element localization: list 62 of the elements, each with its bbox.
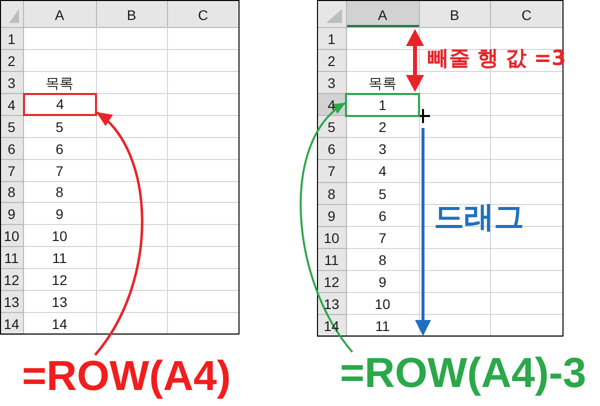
cell-value: 7	[56, 162, 64, 179]
row-number: 10	[4, 228, 20, 244]
cell-value: 8	[56, 184, 64, 200]
column-title: 목록	[368, 75, 396, 92]
row-number: 5	[328, 119, 336, 136]
row-number: 6	[8, 140, 16, 157]
cell-value: 12	[52, 272, 68, 288]
curved-arrow	[300, 102, 354, 353]
row-number: 7	[8, 162, 16, 179]
cell-value: 3	[378, 141, 386, 158]
cell-value: 9	[56, 206, 64, 222]
row-number: 6	[328, 141, 336, 158]
row-number: 10	[324, 230, 340, 246]
column-title: 목록	[46, 74, 74, 91]
cell-value: 11	[375, 318, 390, 334]
column-letter: B	[450, 6, 460, 22]
row-number: 12	[324, 274, 340, 290]
column-letter: B	[126, 6, 136, 22]
selected-cell: 4	[23, 93, 97, 116]
cell-value: 10	[374, 296, 390, 312]
column-letter: A	[378, 6, 388, 22]
column-letter: C	[521, 6, 532, 22]
row-number: 7	[328, 163, 336, 180]
cell-value: 5	[378, 186, 386, 202]
row-number: 12	[4, 272, 20, 288]
cell-value: 9	[378, 274, 386, 290]
row-number: 2	[8, 52, 16, 69]
row-number: 8	[328, 186, 336, 202]
column-letter: A	[54, 6, 64, 22]
row-number: 9	[8, 206, 16, 222]
cell-value: 7	[378, 230, 386, 246]
cell-value: 8	[378, 252, 386, 268]
cell-value: 14	[52, 316, 68, 332]
formula-text: =ROW(A4)-3	[340, 352, 586, 394]
row-number: 13	[4, 294, 20, 310]
row-number: 3	[328, 75, 336, 92]
row-number: 9	[328, 208, 336, 224]
cell-value: 2	[378, 119, 386, 136]
curved-arrow	[94, 112, 144, 356]
row-number: 1	[8, 30, 16, 47]
row-number: 4	[328, 97, 336, 114]
row-number: 4	[8, 96, 16, 113]
cell-value: 10	[52, 228, 68, 244]
cell-value: 6	[378, 208, 386, 224]
row-number: 1	[328, 31, 336, 48]
cell-value: 5	[56, 118, 64, 135]
row-number: 11	[4, 250, 19, 266]
cell-value: 4	[378, 163, 386, 180]
formula-text: =ROW(A4)	[22, 355, 231, 397]
cell-value: 13	[52, 294, 68, 310]
row-number: 8	[8, 184, 16, 200]
row-number: 3	[8, 74, 16, 91]
annotation-text: 드래그	[434, 201, 524, 234]
cell-value: 6	[56, 140, 64, 157]
cell-value: 11	[52, 250, 67, 266]
row-number: 2	[328, 53, 336, 70]
row-number: 13	[324, 296, 340, 312]
row-number: 5	[8, 118, 16, 135]
selected-cell: 1	[345, 93, 420, 117]
row-number: 11	[324, 252, 339, 268]
column-letter: C	[198, 6, 208, 22]
row-number: 14	[4, 316, 20, 332]
